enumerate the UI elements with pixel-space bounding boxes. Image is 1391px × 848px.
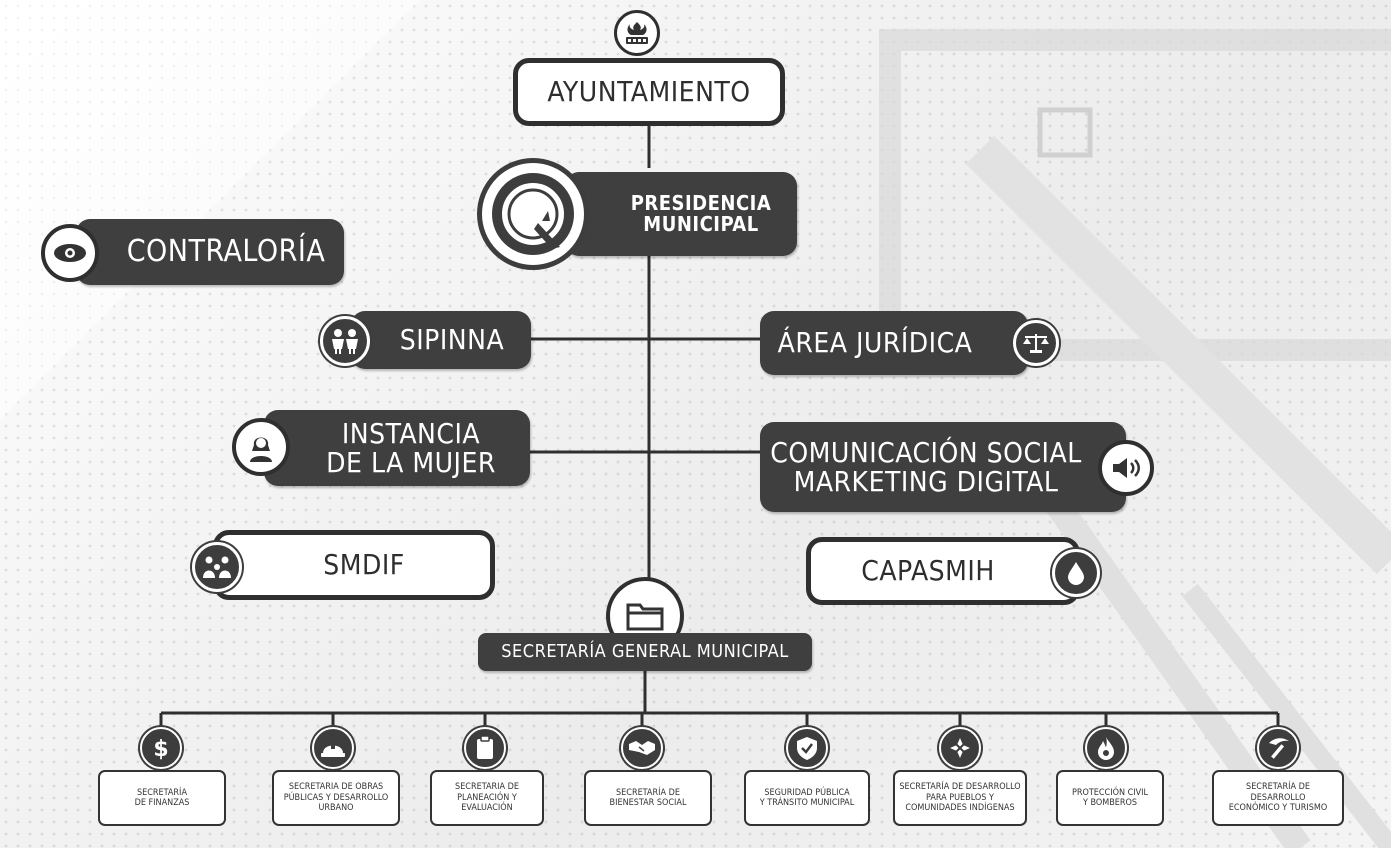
shield-icon — [786, 727, 828, 769]
eye-icon — [41, 224, 99, 282]
node-capasmih: CAPASMIH — [806, 537, 1080, 605]
family-icon — [192, 542, 242, 592]
dollar-icon: $ — [140, 727, 182, 769]
secretaria-label-line: Y BOMBEROS — [1082, 798, 1138, 808]
children-icon — [320, 316, 370, 366]
clipboard-icon — [464, 727, 506, 769]
crown-icon — [614, 10, 660, 56]
svg-text:$: $ — [153, 737, 168, 760]
secretaria-label-line: PROTECCIÓN CIVIL — [1071, 787, 1149, 798]
presidencia-logo-icon — [477, 158, 589, 270]
secretaria-label-line: URBANO — [318, 803, 354, 814]
node-label: CAPASMIH — [861, 554, 995, 588]
secretaria-label-line: COMUNIDADES INDÍGENAS — [905, 803, 1015, 814]
node-label: CONTRALORÍA — [126, 234, 326, 270]
node-label: AYUNTAMIENTO — [547, 75, 751, 109]
secretaria-label-line: PÚBLICAS Y DESARROLLO — [283, 792, 389, 803]
secretaria-label-line: PARA PUEBLOS Y — [926, 792, 994, 803]
secretaria-label-line: SECRETARÍA DE DESARROLLO — [899, 782, 1021, 793]
node-label: SECRETARÍA GENERAL MUNICIPAL — [501, 640, 789, 662]
secretaria-label-line: PLANEACIÓN Y EVALUACIÓN — [457, 792, 517, 814]
handshake-icon — [621, 727, 663, 769]
node-label-line2: DE LA MUJER — [326, 446, 496, 479]
pickaxe-icon — [1257, 727, 1299, 769]
speaker-icon — [1098, 440, 1154, 496]
scales-icon — [1013, 320, 1059, 366]
pattern-icon — [939, 727, 981, 769]
water-drop-icon — [1052, 549, 1100, 597]
secretaria-label-line: BIENESTAR SOCIAL — [609, 798, 687, 808]
node-sipinna: SIPINNA — [351, 311, 531, 369]
woman-icon — [232, 418, 290, 476]
node-label-line1: COMUNICACIÓN SOCIAL — [770, 435, 1082, 469]
node-contraloria: CONTRALORÍA — [76, 219, 344, 285]
secretaria-label-line: DE FINANZAS — [134, 798, 190, 808]
secretaria-label-line: SECRETARIA DE — [455, 782, 519, 793]
secretaria-label-line: SECRETARÍA — [137, 787, 187, 798]
secretaria-label-line: SECRETARÍA DE DESARROLLO — [1246, 782, 1310, 803]
node-ayuntamiento: AYUNTAMIENTO — [513, 58, 785, 126]
secretaria-label-line: Y TRÁNSITO MUNICIPAL — [759, 798, 855, 808]
node-label: SIPINNA — [399, 323, 505, 357]
secretaria-label-line: SECRETARIA DE OBRAS — [288, 782, 384, 793]
node-instancia-mujer: INSTANCIA DE LA MUJER — [264, 410, 530, 486]
node-smdif: SMDIF — [213, 530, 495, 600]
flame-icon — [1085, 727, 1127, 769]
node-label-line1: INSTANCIA — [341, 416, 481, 450]
node-comunicacion-social: COMUNICACIÓN SOCIAL MARKETING DIGITAL — [760, 422, 1126, 512]
node-presidencia: PRESIDENCIA MUNICIPAL — [565, 172, 797, 256]
node-label: ÁREA JURÍDICA — [777, 326, 973, 360]
node-label: SMDIF — [323, 548, 405, 582]
secretaria-label-line: SECRETARÍA DE — [616, 787, 680, 798]
node-label-line2: MARKETING DIGITAL — [793, 465, 1059, 498]
node-label-line1: PRESIDENCIA — [630, 191, 772, 215]
secretaria-label-line: SEGURIDAD PÚBLICA — [764, 787, 850, 798]
node-label-line2: MUNICIPAL — [643, 212, 759, 236]
secretaria-label-line: ECONÓMICO Y TURISMO — [1228, 803, 1328, 814]
node-secretaria-general: SECRETARÍA GENERAL MUNICIPAL — [478, 633, 812, 671]
hard-hat-icon — [312, 727, 354, 769]
node-area-juridica: ÁREA JURÍDICA — [760, 311, 1028, 375]
